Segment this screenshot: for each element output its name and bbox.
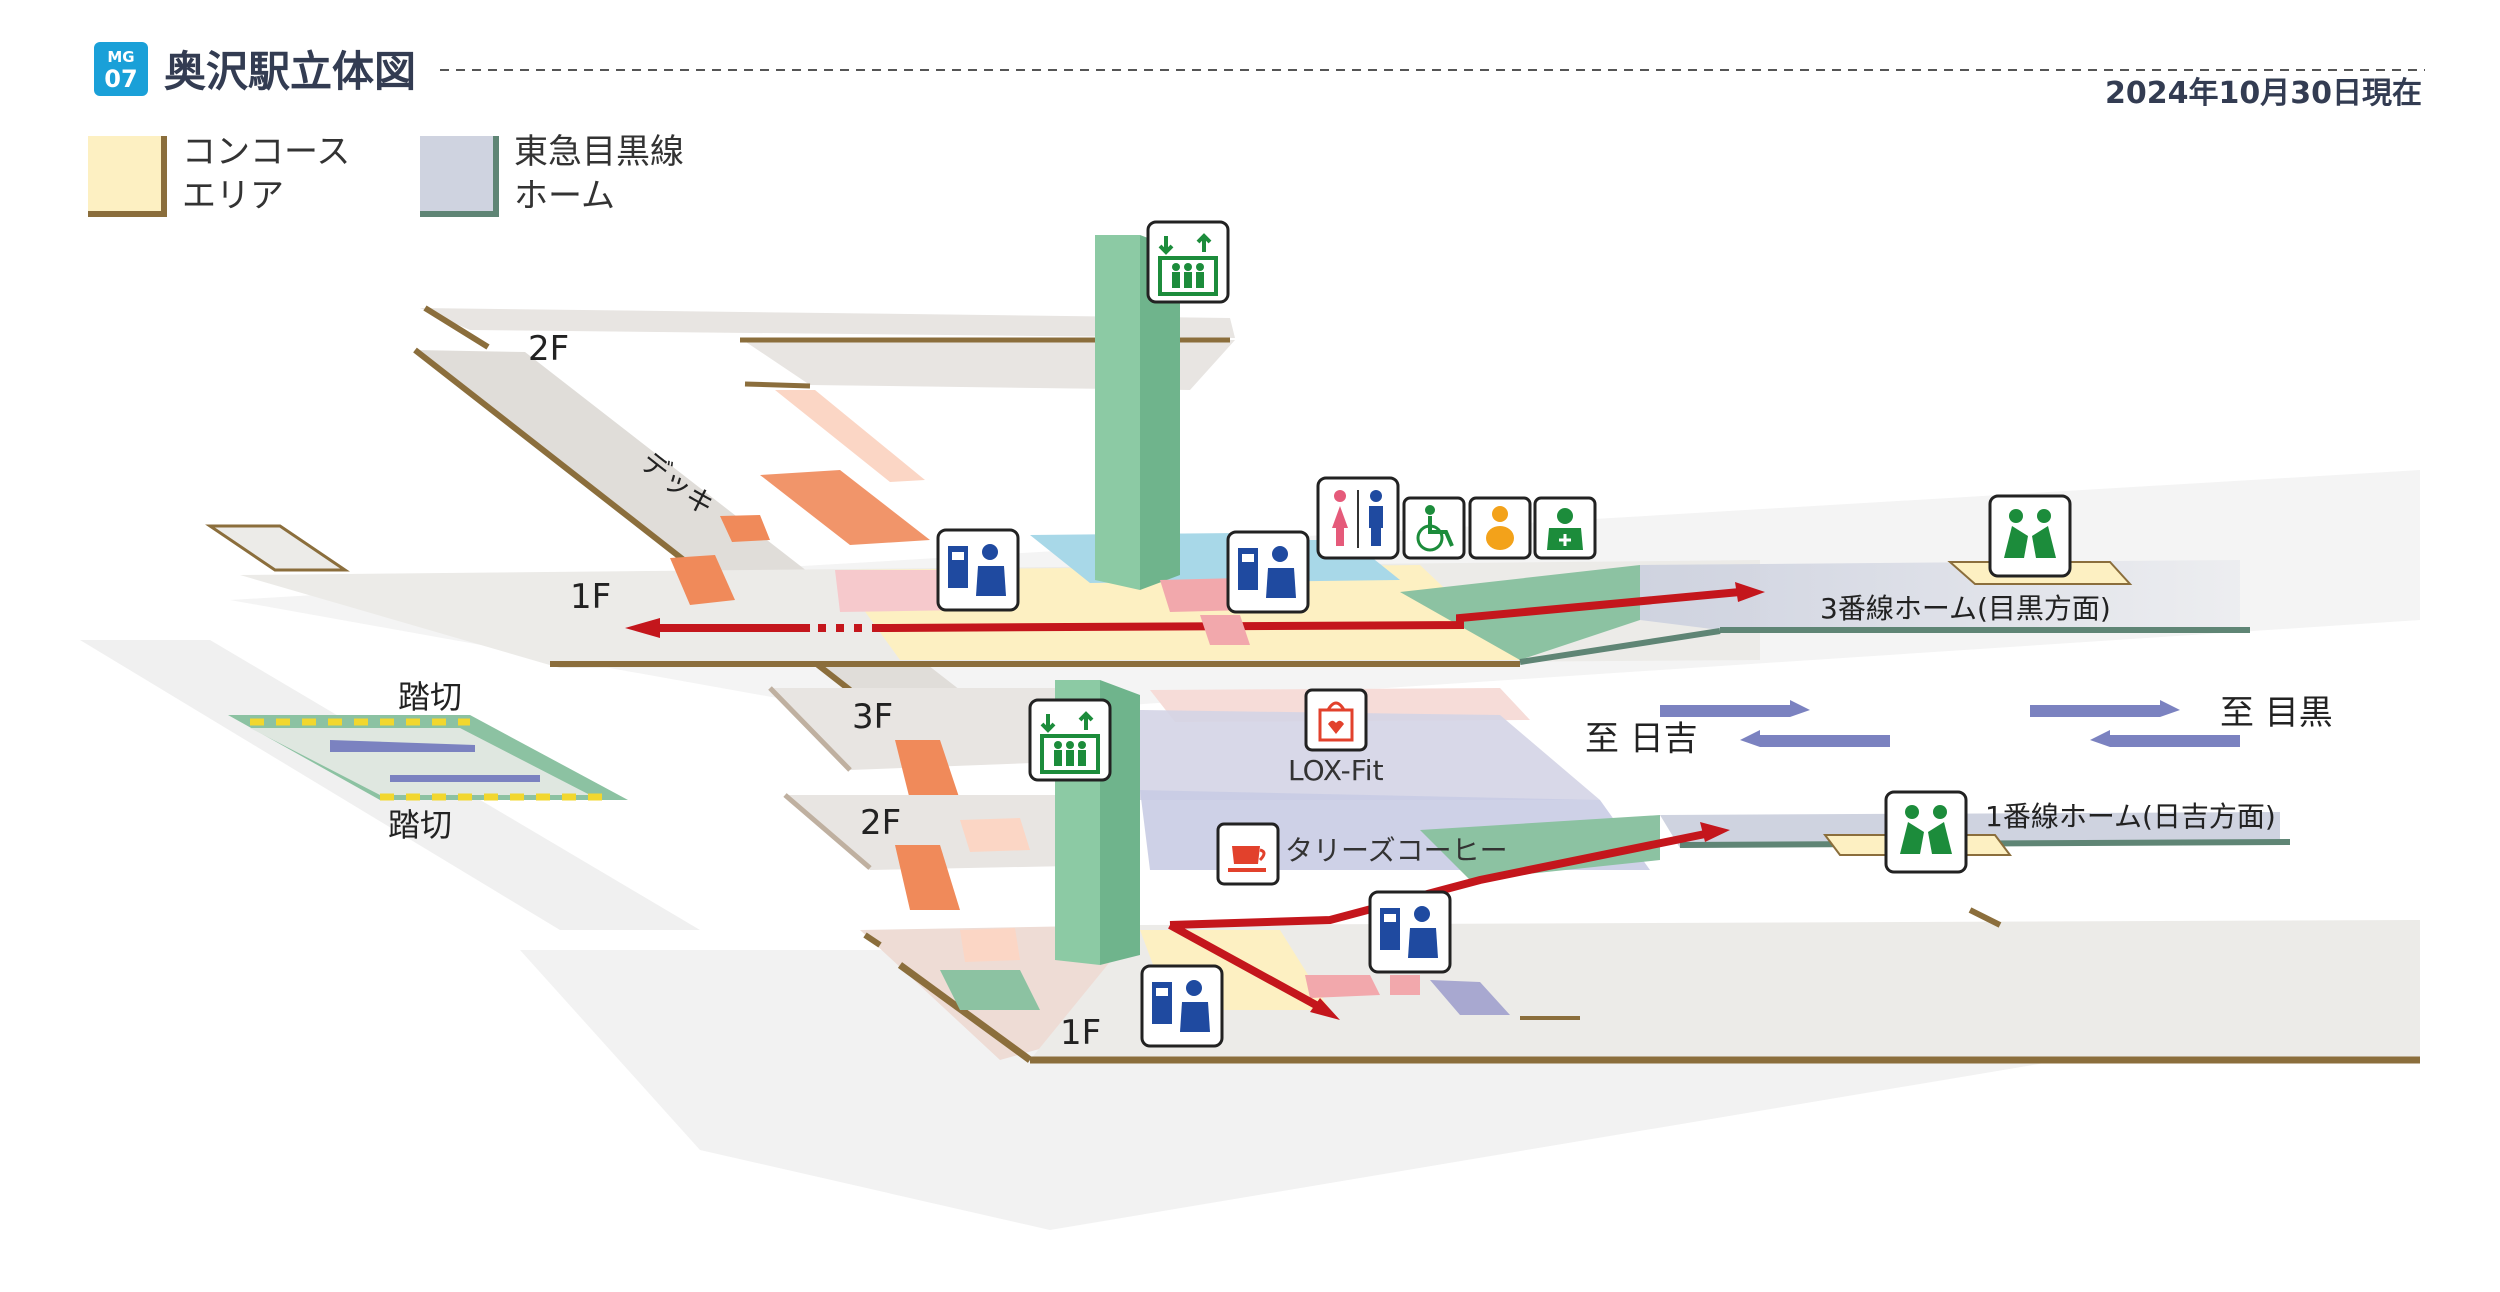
- train-direction-arrows: [1660, 700, 2240, 747]
- waiting-bench-icon: [1988, 494, 2072, 578]
- station-code-badge: MG 07: [94, 42, 148, 96]
- station-number: 07: [104, 65, 138, 93]
- baby-icon: [1468, 496, 1532, 560]
- legend-swatch-concourse: [88, 136, 167, 217]
- ticket-machine-icon: [936, 528, 1020, 612]
- elevator-icon: [1146, 220, 1230, 304]
- ticket-machine-icon: [1368, 890, 1452, 974]
- ticket-machine-icon: [1226, 530, 1310, 614]
- wheelchair-icon: [1402, 496, 1466, 560]
- station-line-code: MG: [107, 48, 135, 66]
- label-to-meguro: 至 目黒: [2220, 693, 2333, 733]
- route-upper: [625, 582, 1765, 638]
- label-crossing-bottom: 踏切: [388, 806, 452, 844]
- lower-2f-floor: [783, 790, 2291, 880]
- label-lower-2f: 2F: [860, 803, 901, 843]
- elevator-shaft-upper: [1095, 235, 1180, 590]
- label-lox-fit: LOX-Fit: [1288, 754, 1384, 787]
- lower-1f-stairs: [960, 928, 1420, 998]
- first-aid-icon: [1533, 496, 1597, 560]
- label-platform-1: 1番線ホーム(日吉方面): [1985, 800, 2276, 833]
- legend-label-platform: 東急目黒線 ホーム: [514, 132, 684, 216]
- restroom-icon: [1316, 476, 1400, 560]
- label-crossing-top: 踏切: [398, 678, 462, 716]
- label-tullys: タリーズコーヒー: [1285, 834, 1508, 867]
- ticket-machine-icon: [1140, 964, 1224, 1048]
- lower-3f-stairs: [895, 740, 960, 800]
- label-to-hiyoshi: 至 日吉: [1585, 719, 1698, 759]
- elevator-icon: [1028, 698, 1112, 782]
- legend-swatch-platform: [420, 136, 499, 217]
- lower-3f-floor: [768, 686, 1600, 800]
- upper-stairs: [670, 390, 930, 605]
- coffee-icon: [1216, 822, 1280, 886]
- railroad-crossing: [228, 715, 628, 801]
- label-upper-1f: 1F: [570, 577, 611, 617]
- lower-2f-stairs: [895, 818, 1030, 910]
- label-platform-3: 3番線ホーム(目黒方面): [1820, 592, 2111, 625]
- label-lower-3f: 3F: [852, 697, 893, 737]
- legend-label-concourse: コンコース エリア: [182, 132, 351, 216]
- page-title: 奥沢駅立体図: [164, 47, 417, 96]
- waiting-bench-icon: [1884, 790, 1968, 874]
- as-of-date: 2024年10月30日現在: [2105, 76, 2422, 111]
- shop-bag-icon: [1304, 688, 1368, 752]
- label-upper-2f: 2F: [528, 329, 569, 369]
- label-lower-1f: 1F: [1060, 1013, 1101, 1053]
